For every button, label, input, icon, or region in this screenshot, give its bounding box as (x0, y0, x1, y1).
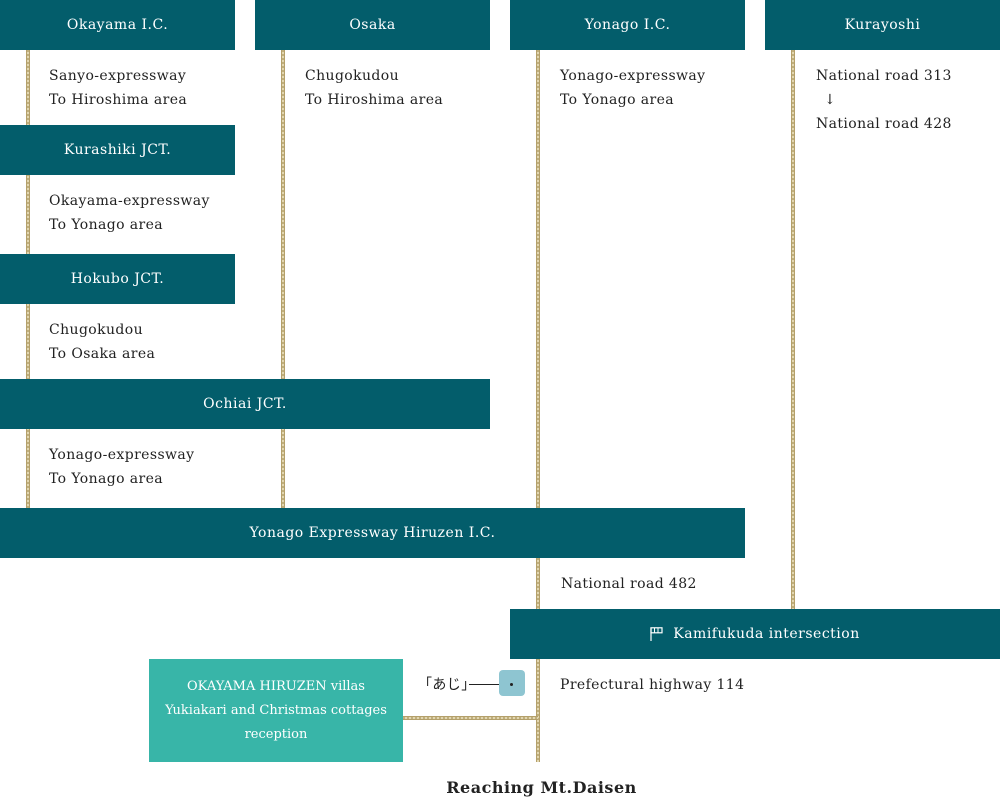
kamifukuda-box: Kamifukuda intersection (510, 609, 1000, 659)
yonago-seg1-line1: Yonago-expressway (560, 68, 706, 84)
osaka-seg1-line1: Chugokudou (305, 68, 400, 84)
okayama-seg1-line1: Sanyo-expressway (49, 68, 187, 84)
okayama-ic-box: Okayama I.C. (0, 0, 235, 50)
osaka-label: Osaka (349, 17, 396, 33)
osaka-route-line (281, 50, 285, 508)
yonago-route-line (536, 50, 540, 762)
ochiai-jct-label: Ochiai JCT. (203, 396, 287, 412)
kurashiki-jct-box: Kurashiki JCT. (0, 125, 235, 175)
kurayoshi-box: Kurayoshi (765, 0, 1000, 50)
hiruzen-ic-label: Yonago Expressway Hiruzen I.C. (249, 525, 496, 541)
aji-pointer-dot (510, 683, 513, 686)
osaka-seg1-text: Chugokudou To Hiroshima area (305, 64, 443, 112)
kurayoshi-line1: National road 313 (816, 68, 952, 84)
okayama-seg3-line1: Chugokudou (49, 322, 144, 338)
yonago-seg1-text: Yonago-expressway To Yonago area (560, 64, 705, 112)
okayama-ic-label: Okayama I.C. (66, 17, 169, 33)
kurayoshi-route-line (791, 50, 795, 609)
okayama-seg2-line1: Okayama-expressway (49, 193, 210, 209)
hiruzen-ic-box: Yonago Expressway Hiruzen I.C. (0, 508, 745, 558)
national-road-482-text: National road 482 (561, 572, 697, 596)
kamifukuda-label: Kamifukuda intersection (673, 626, 860, 642)
yonago-ic-label: Yonago I.C. (584, 17, 671, 33)
yonago-seg1-line2: To Yonago area (560, 92, 675, 108)
okayama-seg2-text: Okayama-expressway To Yonago area (49, 189, 210, 237)
okayama-seg3-text: Chugokudou To Osaka area (49, 318, 155, 366)
kurayoshi-seg-text: National road 313 ↓ National road 428 (816, 64, 952, 136)
reception-box: OKAYAMA HIRUZEN villas Yukiakari and Chr… (149, 659, 403, 762)
flag-icon (650, 627, 663, 641)
ochiai-jct-box: Ochiai JCT. (0, 379, 490, 429)
kurayoshi-label: Kurayoshi (844, 17, 921, 33)
reception-connector-line (403, 716, 538, 720)
national-road-482-label: National road 482 (561, 576, 697, 592)
reception-line1: OKAYAMA HIRUZEN villas (187, 678, 365, 694)
ochiai-seg-text: Yonago-expressway To Yonago area (49, 443, 194, 491)
okayama-seg1-text: Sanyo-expressway To Hiroshima area (49, 64, 187, 112)
osaka-seg1-line2: To Hiroshima area (305, 92, 444, 108)
ochiai-seg-line2: To Yonago area (49, 471, 164, 487)
final-destination: Reaching Mt.Daisen (446, 778, 637, 797)
kurashiki-jct-label: Kurashiki JCT. (63, 142, 172, 158)
hokubo-jct-label: Hokubo JCT. (70, 271, 165, 287)
prefectural-114-text: Prefectural highway 114 (560, 673, 744, 697)
osaka-box: Osaka (255, 0, 490, 50)
kurayoshi-arrow-icon: ↓ (824, 92, 837, 108)
ochiai-seg-line1: Yonago-expressway (49, 447, 195, 463)
reception-line2: Yukiakari and Christmas cottages (165, 702, 387, 718)
aji-label: 「あじ」 (418, 677, 476, 693)
aji-pointer-line (469, 684, 512, 685)
yonago-ic-box: Yonago I.C. (510, 0, 745, 50)
okayama-seg1-line2: To Hiroshima area (49, 92, 188, 108)
hokubo-jct-box: Hokubo JCT. (0, 254, 235, 304)
kurayoshi-line2: National road 428 (816, 116, 952, 132)
prefectural-114-label: Prefectural highway 114 (560, 677, 745, 693)
okayama-seg2-line2: To Yonago area (49, 217, 164, 233)
okayama-seg3-line2: To Osaka area (49, 346, 156, 362)
reception-line3: reception (244, 726, 308, 742)
